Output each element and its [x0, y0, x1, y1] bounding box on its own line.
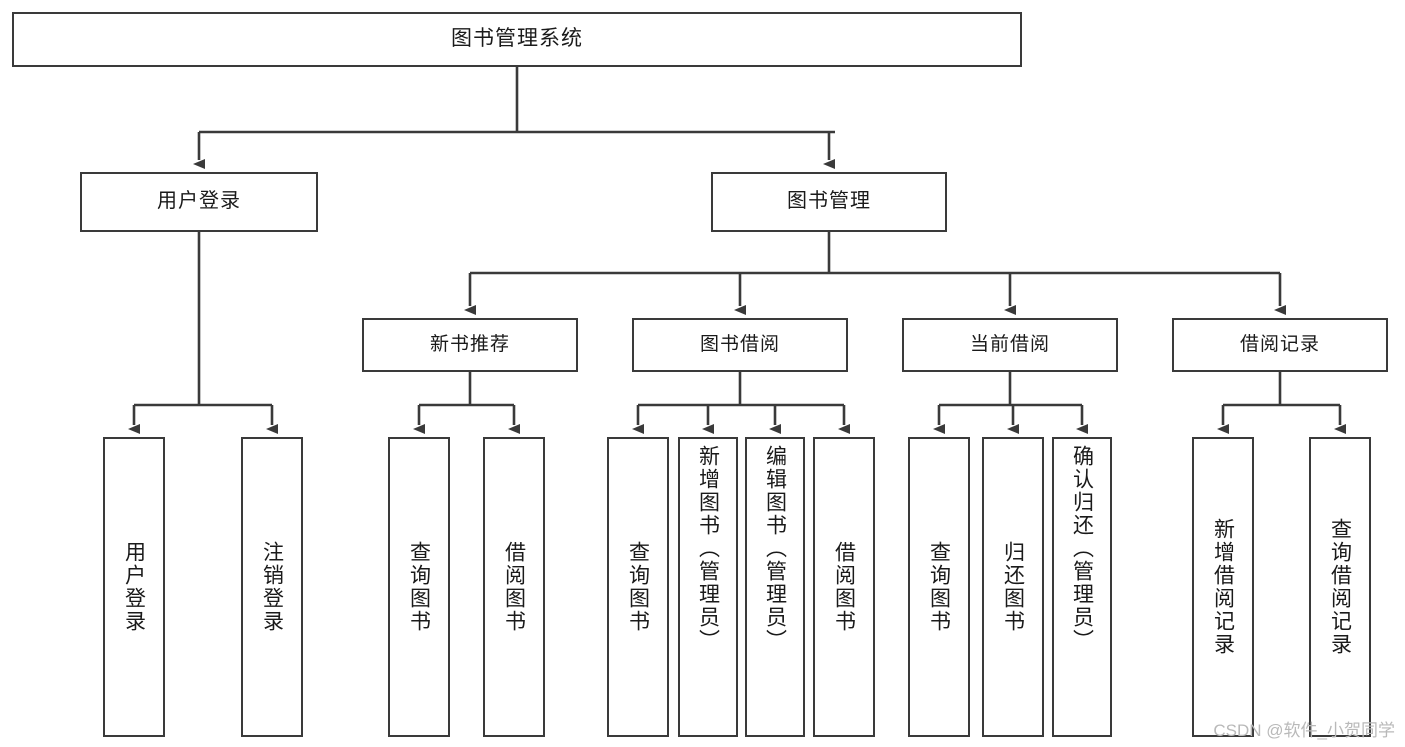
node-leaf-confirm-return-label: 确认归还（管理员）: [1070, 445, 1094, 652]
watermark-text: CSDN @软件_小贺同学: [1213, 721, 1395, 740]
node-leaf-query-book-2[interactable]: 查询图书: [607, 437, 669, 737]
node-new-book-rec[interactable]: 新书推荐: [362, 318, 578, 372]
node-leaf-add-book-admin-label: 新增图书（管理员）: [696, 445, 720, 652]
node-leaf-user-login[interactable]: 用户登录: [103, 437, 165, 737]
node-leaf-query-borrow-record-label: 查询借阅记录: [1328, 518, 1352, 656]
node-book-manage[interactable]: 图书管理: [711, 172, 947, 232]
node-leaf-borrow-book-2[interactable]: 借阅图书: [813, 437, 875, 737]
node-leaf-add-borrow-record-label: 新增借阅记录: [1211, 518, 1235, 656]
node-leaf-user-login-label: 用户登录: [122, 541, 146, 633]
node-current-borrow[interactable]: 当前借阅: [902, 318, 1118, 372]
node-borrow-record[interactable]: 借阅记录: [1172, 318, 1388, 372]
node-leaf-query-book-3[interactable]: 查询图书: [908, 437, 970, 737]
node-book-borrow[interactable]: 图书借阅: [632, 318, 848, 372]
node-book-manage-label: 图书管理: [787, 190, 871, 213]
node-current-borrow-label: 当前借阅: [969, 333, 1050, 355]
node-new-book-rec-label: 新书推荐: [429, 333, 510, 355]
node-leaf-edit-book-admin[interactable]: 编辑图书（管理员）: [745, 437, 805, 737]
node-leaf-query-book-3-label: 查询图书: [927, 541, 951, 633]
node-leaf-logout-label: 注销登录: [260, 541, 284, 633]
node-leaf-borrow-book-2-label: 借阅图书: [832, 541, 856, 633]
node-leaf-confirm-return[interactable]: 确认归还（管理员）: [1052, 437, 1112, 737]
node-borrow-record-label: 借阅记录: [1239, 333, 1320, 355]
node-leaf-logout[interactable]: 注销登录: [241, 437, 303, 737]
node-leaf-query-book-2-label: 查询图书: [626, 541, 650, 633]
node-user-login[interactable]: 用户登录: [80, 172, 318, 232]
node-leaf-add-book-admin[interactable]: 新增图书（管理员）: [678, 437, 738, 737]
node-leaf-add-borrow-record[interactable]: 新增借阅记录: [1192, 437, 1254, 737]
node-leaf-query-book-1-label: 查询图书: [407, 541, 431, 633]
node-leaf-return-book-label: 归还图书: [1001, 541, 1025, 633]
node-leaf-borrow-book-1-label: 借阅图书: [502, 541, 526, 633]
node-leaf-borrow-book-1[interactable]: 借阅图书: [483, 437, 545, 737]
node-root-label: 图书管理系统: [451, 27, 583, 51]
node-user-login-label: 用户登录: [157, 190, 241, 213]
node-leaf-edit-book-admin-label: 编辑图书（管理员）: [763, 445, 787, 652]
node-book-borrow-label: 图书借阅: [699, 333, 780, 355]
node-leaf-query-borrow-record[interactable]: 查询借阅记录: [1309, 437, 1371, 737]
node-leaf-query-book-1[interactable]: 查询图书: [388, 437, 450, 737]
node-leaf-return-book[interactable]: 归还图书: [982, 437, 1044, 737]
node-root[interactable]: 图书管理系统: [12, 12, 1022, 67]
